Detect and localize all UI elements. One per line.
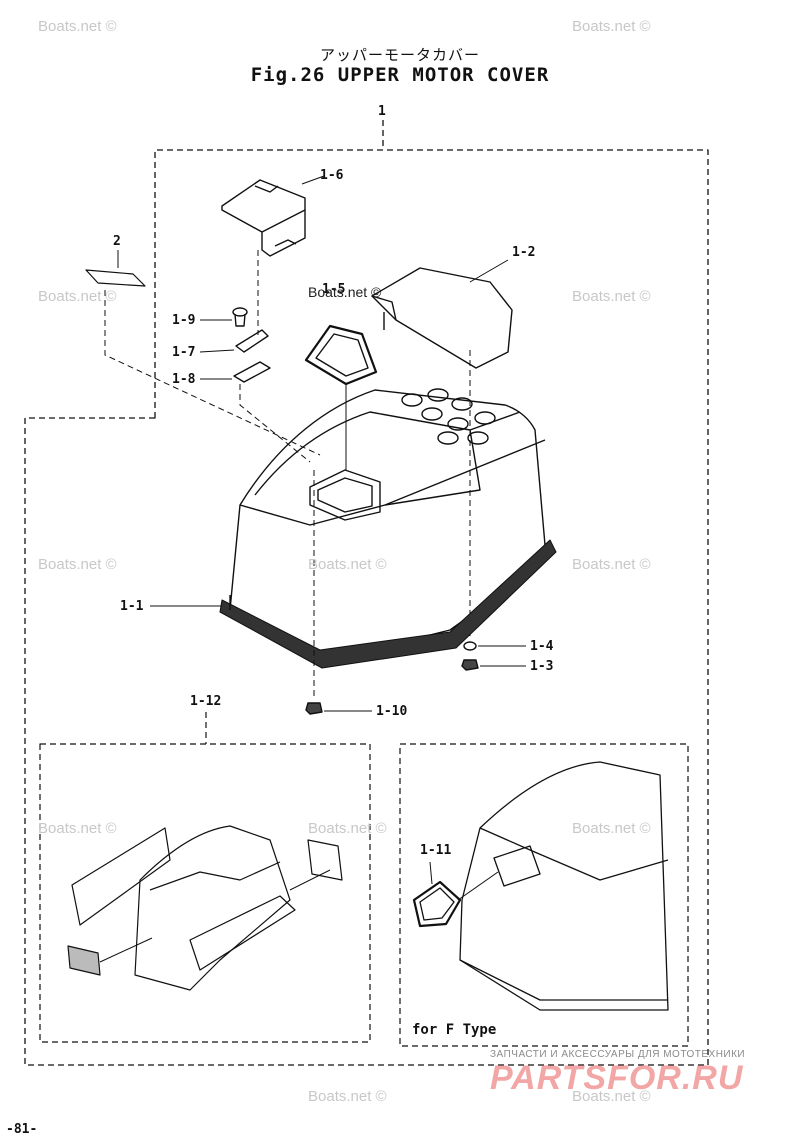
callout-1-9: 1-9 — [172, 313, 196, 328]
clip-1-7 — [199, 329, 269, 353]
callout-1: 1 — [378, 104, 386, 119]
callout-1-12: 1-12 — [190, 694, 222, 709]
decal-kit-drawing — [67, 825, 343, 991]
f-type-cover-drawing — [412, 761, 669, 1011]
watermark: Boats.net © — [572, 1088, 651, 1105]
watermark: Boats.net © — [308, 820, 387, 837]
top-cover-1-2 — [371, 259, 513, 640]
watermark: Boats.net © — [572, 288, 651, 305]
rear-hood-plate-1-6 — [221, 175, 325, 335]
figure-title: Fig.26 UPPER MOTOR COVER — [250, 64, 550, 86]
watermark: Boats.net © — [572, 820, 651, 837]
watermark: Boats.net © — [38, 288, 117, 305]
watermark: Boats.net © — [572, 18, 651, 35]
plate-1-8 — [200, 361, 311, 463]
watermark: Boats.net © — [572, 556, 651, 573]
shop-tagline: ЗАПЧАСТИ И АКСЕССУАРЫ ДЛЯ МОТОТЕХНИКИ — [490, 1049, 746, 1060]
decal-kit-inset — [39, 712, 371, 1043]
watermark-inline: Boats.net © — [308, 284, 382, 300]
callout-1-8: 1-8 — [172, 372, 196, 387]
assembly-1-boundary — [24, 120, 709, 1066]
decal-part-2 — [85, 250, 321, 456]
washer-1-4 — [463, 641, 526, 651]
callout-2: 2 — [113, 234, 121, 249]
watermark: Boats.net © — [38, 18, 117, 35]
watermark: Boats.net © — [38, 820, 117, 837]
callout-1-5: 1-5 — [322, 282, 346, 297]
watermark: Boats.net © — [308, 556, 387, 573]
f-type-inset — [399, 743, 689, 1047]
f-type-note: for F Type — [412, 1022, 497, 1038]
main-motor-cover-1-1 — [150, 388, 557, 700]
callout-1-6: 1-6 — [320, 168, 344, 183]
figure-title-japanese: アッパーモータカバー — [319, 46, 480, 64]
grommet-1-5 — [304, 324, 378, 470]
nut-1-3 — [461, 659, 526, 671]
callout-1-4: 1-4 — [530, 639, 554, 654]
callout-1-10: 1-10 — [376, 704, 408, 719]
shop-logo: PARTSFOR.RU — [490, 1059, 744, 1097]
callout-1-2: 1-2 — [512, 245, 536, 260]
callout-1-7: 1-7 — [172, 345, 196, 360]
page-number: -81- — [6, 1122, 38, 1137]
watermark: Boats.net © — [38, 556, 117, 573]
nut-1-10 — [305, 702, 372, 715]
callout-1-3: 1-3 — [530, 659, 554, 674]
callout-1-11: 1-11 — [420, 843, 452, 858]
callout-1-1: 1-1 — [120, 599, 144, 614]
screw-1-9 — [200, 307, 248, 327]
watermark: Boats.net © — [308, 1088, 387, 1105]
